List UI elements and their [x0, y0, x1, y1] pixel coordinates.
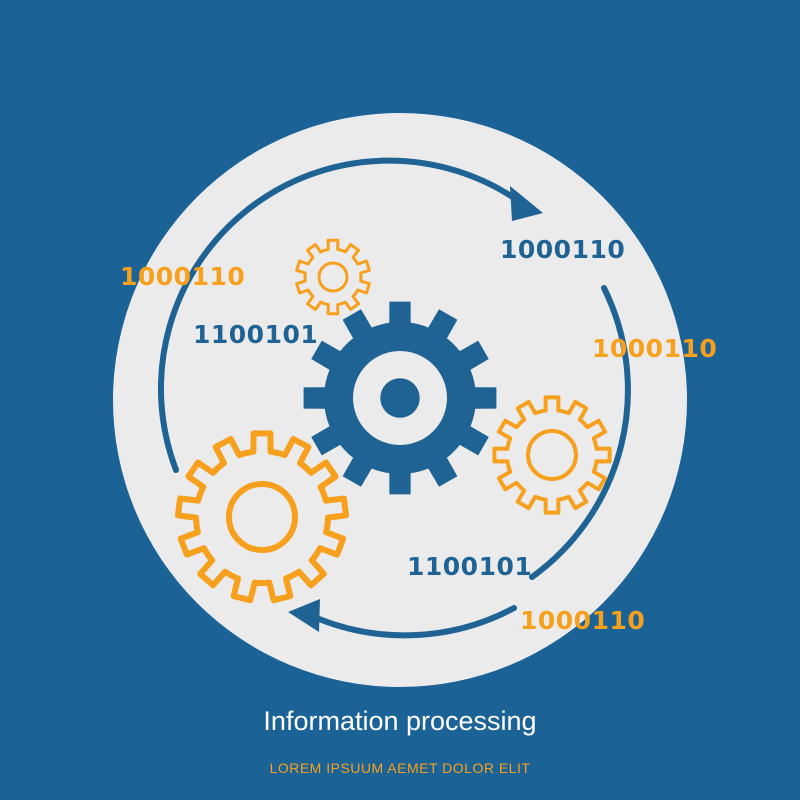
right-gear-icon-hole [526, 429, 578, 481]
bottom-arrow-head-icon [288, 599, 320, 632]
binary-top-right: 1000110 [500, 235, 625, 264]
large-orange-gear-icon-body [175, 430, 349, 604]
right-arrow-arc [529, 285, 631, 580]
binary-bottom-blue: 1100101 [407, 552, 532, 581]
large-orange-gear-icon [175, 430, 349, 604]
small-gear-icon-body [295, 238, 371, 316]
caption-title: Information processing [263, 706, 537, 736]
right-gear-icon-body [492, 395, 612, 515]
caption-subtitle: LOREM IPSUUM AEMET DOLOR ELIT [269, 760, 531, 776]
top-arrow-arc [157, 157, 523, 473]
small-gear-icon [295, 238, 371, 316]
binary-bottom-orange: 1000110 [520, 606, 645, 635]
binary-right-orange: 1000110 [592, 334, 717, 363]
large-orange-gear-icon-hole [226, 481, 298, 553]
binary-left-blue: 1100101 [193, 320, 318, 349]
right-gear-icon [492, 395, 612, 515]
large-blue-gear-icon [303, 301, 497, 495]
small-gear-icon-hole [317, 261, 349, 293]
large-blue-gear-icon-hub [380, 378, 420, 418]
binary-left-orange: 1000110 [120, 262, 245, 291]
top-arrow-head-icon [510, 186, 543, 221]
bottom-arrow-arc [309, 605, 517, 639]
